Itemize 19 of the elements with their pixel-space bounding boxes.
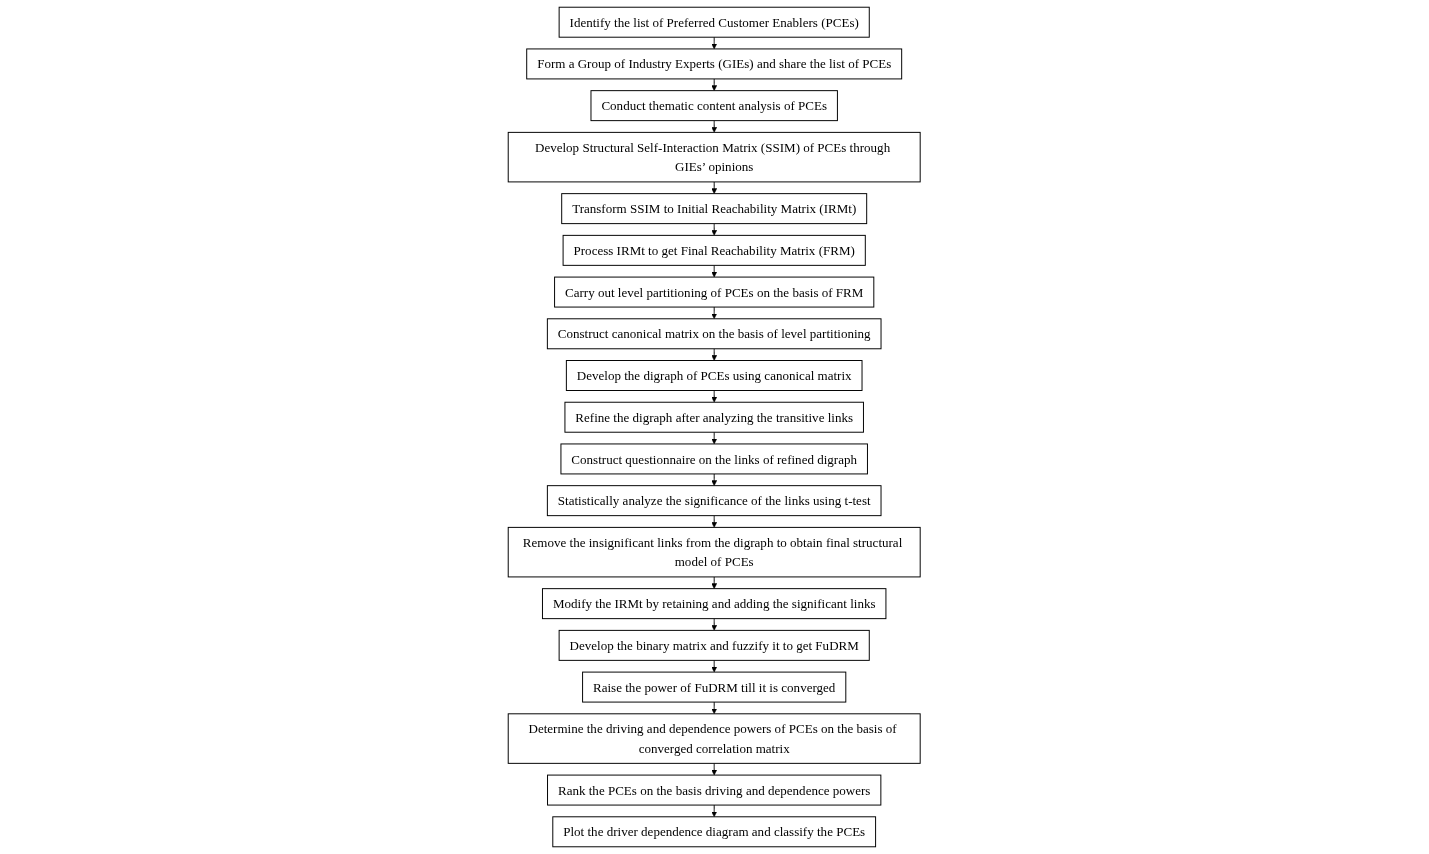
node-box: Rank the PCEs on the basis driving and dependence powers xyxy=(547,774,882,806)
node-box: Develop the binary matrix and fuzzify it to get FuDRM xyxy=(558,629,871,661)
node-box: Determine the driving and dependence powers of PCEs on the basis of converged correlation matrix xyxy=(508,713,921,764)
node-box: Develop Structural Self-Interaction Matrix (SSIM) of PCEs through GIEs’ opinions xyxy=(508,131,921,183)
node-box: Statistically analyze the significance of the links using t-test xyxy=(547,485,882,517)
node-box: Identify the list of Preferred Customer Enablers (PCEs) xyxy=(558,6,871,38)
node-box: Transform SSIM to Initial Reachability Matrix (IRMt) xyxy=(561,193,868,225)
node-box: Form a Group of Industry Experts (GIEs) and share the list of PCEs xyxy=(526,48,903,80)
node-box: Plot the driver dependence diagram and classify the PCEs xyxy=(552,816,877,848)
node-box: Modify the IRMt by retaining and adding the significant links xyxy=(542,588,887,620)
node-box: Develop the digraph of PCEs using canonical matrix xyxy=(566,360,863,391)
node-box: Process IRMt to get Final Reachability Matrix (FRM) xyxy=(562,234,867,266)
node-box: Refine the digraph after analyzing the transitive links xyxy=(564,401,865,433)
node-box: Remove the insignificant links from the digraph to obtain final structural model of PCEs xyxy=(508,526,921,578)
node-box: Conduct thematic content analysis of PCEs xyxy=(590,90,839,122)
node-box: Carry out level partitioning of PCEs on the basis of FRM xyxy=(554,276,875,308)
node-box: Construct canonical matrix on the basis of level partitioning xyxy=(547,318,882,350)
node-box: Raise the power of FuDRM till it is converged xyxy=(582,671,847,703)
node-box: Construct questionnaire on the links of refined digraph xyxy=(560,443,869,475)
